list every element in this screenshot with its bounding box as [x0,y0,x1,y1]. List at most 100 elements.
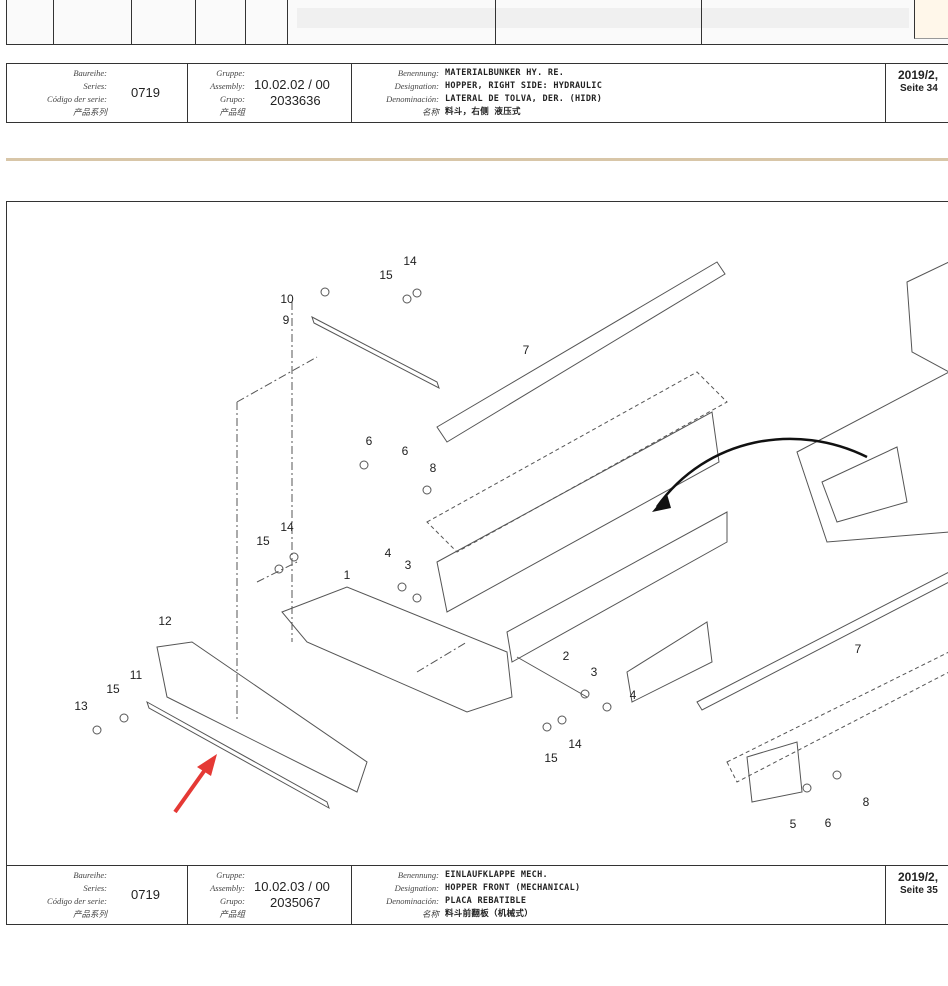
part-10-bolt [320,287,330,297]
label-assembly-en: Assembly: [210,883,245,893]
title-block-top: Baureihe: Series: Código der serie: 产品系列… [6,63,948,123]
designation-cell: Benennung: Designation: Denominación: 名称… [351,64,885,122]
date-cell: 2019/2, Seite 34 [885,64,948,122]
callout-15: 15 [544,751,558,765]
assembly-cell: Gruppe: Assembly: Grupo: 产品组 10.02.02 / … [187,64,351,122]
part-15-nut-d [542,722,552,732]
label-group-zh: 产品组 [219,107,245,117]
strip-column [131,0,132,44]
callout-14: 14 [568,737,582,751]
part-7-bar-top [436,261,726,443]
designation-cell: Benennung: Designation: Denominación: 名称… [351,866,885,924]
callout-12: 12 [158,614,172,628]
part-4-bolt [397,582,407,592]
label-designation-zh: 名称 [421,107,439,117]
label-designation-zh: 名称 [421,909,439,919]
strip-shade [297,8,909,28]
callout-9: 9 [282,313,290,327]
callout-1: 1 [343,568,351,582]
part-12-plate [156,641,368,793]
conveyor-side [436,411,720,613]
part-15-nut-b [274,564,284,574]
callout-15: 15 [256,534,270,548]
sheet-number: Seite 35 [900,885,938,896]
part-9-strip [311,315,440,390]
label-series-es: Código der serie: [47,94,107,104]
drawing-lines [92,261,948,810]
assembly-value: 10.02.03 / 00 [254,879,330,894]
callout-15: 15 [106,682,120,696]
part-6-bolt-b [802,783,812,793]
label-series-de: Baureihe: [73,68,107,78]
part-4-bolt-b [602,702,612,712]
drawing-canvas [92,261,948,814]
callout-15: 15 [379,268,393,282]
designation-en: HOPPER, RIGHT SIDE: HYDRAULIC [445,81,603,91]
label-series-zh: 产品系列 [72,909,107,919]
assembly-cell: Gruppe: Assembly: Grupo: 产品组 10.02.03 / … [187,866,351,924]
label-group-de: Gruppe: [216,870,245,880]
label-group-es: Grupo: [219,94,245,104]
label-assembly-en: Assembly: [210,81,245,91]
part-1-plate [281,586,513,713]
callout-11: 11 [129,668,143,682]
part-5-bracket [746,741,803,803]
part-2-rod [516,656,588,698]
top-table-strip [6,0,948,45]
label-series-zh: 产品系列 [72,107,107,117]
label-group-de: Gruppe: [216,68,245,78]
chain-lower [506,511,728,663]
section-divider [6,158,948,161]
series-value: 0719 [131,85,160,100]
red-pointer-shaft [173,765,209,814]
callout-2: 2 [562,649,570,663]
part-8-bolt-b [832,770,842,780]
machine-detail [821,446,908,523]
strip-column [495,0,496,44]
group-number: 2035067 [270,895,321,910]
strip-column [195,0,196,44]
group-number: 2033636 [270,93,321,108]
title-block-bottom: Baureihe: Series: Código der serie: 产品系列… [6,865,948,925]
part-6-bolt [359,460,369,470]
callout-7: 7 [522,343,530,357]
label-group-zh: 产品组 [219,909,245,919]
label-designation-en: Designation: [394,81,439,91]
callout-10: 10 [280,292,294,306]
callout-14: 14 [403,254,417,268]
sheet-number: Seite 34 [900,83,938,94]
assembly-value: 10.02.02 / 00 [254,77,330,92]
part-14-washer-c [557,715,567,725]
series-cell: Baureihe: Series: Código der serie: 产品系列… [7,64,187,122]
callout-8: 8 [429,461,437,475]
callout-7: 7 [854,642,862,656]
callout-6: 6 [824,816,832,830]
designation-zh: 料斗前翻板（机械式） [445,909,534,919]
designation-de: EINLAUFKLAPPE MECH. [445,870,548,880]
label-designation-en: Designation: [394,883,439,893]
chain-end [626,621,713,703]
part-8-bolt [422,485,432,495]
machine-cab [906,261,948,373]
callout-6: 6 [401,444,409,458]
callout-4: 4 [629,688,637,702]
conveyor-frame [426,371,728,553]
label-series-de: Baureihe: [73,870,107,880]
red-pointer-head [197,754,217,776]
exploded-parts-drawing: 14 15 10 9 7 6 6 8 14 15 4 3 1 12 11 13 … [6,201,948,865]
callout-5: 5 [789,817,797,831]
designation-es: PLACA REBATIBLE [445,896,527,906]
designation-text: EINLAUFKLAPPE MECH. HOPPER FRONT (MECHAN… [445,869,580,921]
label-designation-es: Denominación: [386,896,439,906]
callout-6: 6 [365,434,373,448]
part-14-washer-b [289,552,299,562]
series-cell: Baureihe: Series: Código der serie: 产品系列… [7,866,187,924]
strip-edge-box [914,0,948,39]
part-7-bar-lower [696,571,948,711]
strip-column [701,0,702,44]
callout-14: 14 [280,520,294,534]
leader-lines [236,302,468,722]
label-series-en: Series: [83,883,107,893]
machine-body [796,371,948,543]
strip-column [245,0,246,44]
